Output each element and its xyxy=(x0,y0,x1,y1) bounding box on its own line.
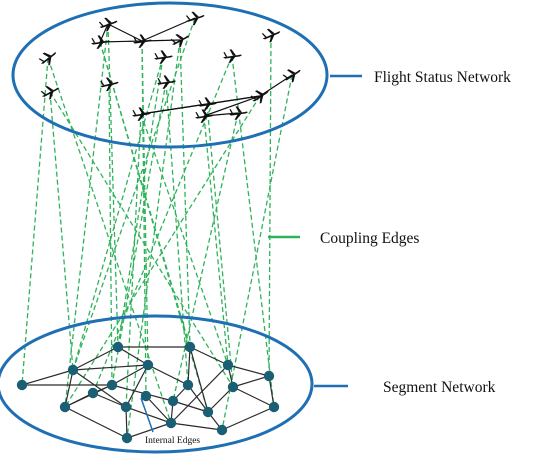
segment-nodes-group xyxy=(16,341,280,444)
segment-node xyxy=(140,390,152,402)
internal-edge xyxy=(189,346,229,366)
internal-edge xyxy=(268,375,275,408)
segment-node xyxy=(227,381,239,393)
flight-status-network-label: Flight Status Network xyxy=(374,69,511,86)
segment-node xyxy=(112,341,124,353)
airplane-icon xyxy=(154,50,173,64)
internal-edge xyxy=(170,364,229,424)
coupling-edge xyxy=(172,112,239,402)
segment-node xyxy=(59,401,71,413)
internal-edge xyxy=(172,400,209,413)
segment-network-label: Segment Network xyxy=(383,379,496,396)
coupling-edge xyxy=(125,113,142,408)
coupling-edge xyxy=(179,39,191,348)
segment-node xyxy=(263,370,275,382)
coupling-edge xyxy=(99,41,191,348)
airplane-icon xyxy=(36,47,60,69)
internal-edge xyxy=(125,406,172,424)
coupling-edge xyxy=(141,40,147,397)
coupling-edge xyxy=(72,17,196,371)
coupling-edge xyxy=(49,91,234,388)
coupling-edge xyxy=(140,113,229,366)
segment-network-ellipse xyxy=(0,314,314,454)
internal-edge xyxy=(207,386,234,413)
segment-node xyxy=(142,359,154,371)
coupling-edges-group xyxy=(21,17,293,439)
airplane-icon xyxy=(39,82,62,102)
flight-link-edge xyxy=(107,23,143,42)
coupling-edge xyxy=(108,83,113,386)
coupling-edge xyxy=(92,55,233,394)
segment-node xyxy=(268,401,280,413)
airplane-icon xyxy=(184,9,206,27)
coupling-edge xyxy=(126,39,181,439)
airplane-icon xyxy=(281,64,304,86)
internal-edges-pointer-line xyxy=(140,397,154,433)
internal-edge xyxy=(72,346,119,371)
segment-node xyxy=(182,379,194,391)
internal-edge xyxy=(72,364,149,371)
internal-edge xyxy=(187,384,209,413)
coupling-edge xyxy=(64,23,109,408)
internal-edge xyxy=(232,386,275,408)
aircraft-group xyxy=(36,9,304,123)
internal-edge xyxy=(64,392,94,408)
airplane-icon xyxy=(97,15,120,33)
coupling-edge xyxy=(99,41,209,413)
internal-edge xyxy=(170,422,223,431)
segment-node xyxy=(167,395,179,407)
internal-edge xyxy=(221,406,275,431)
coupling-edge xyxy=(21,57,49,386)
internal-edge xyxy=(145,395,172,424)
coupling-edge xyxy=(49,91,74,371)
coupling-edge xyxy=(268,34,272,377)
internal-edge xyxy=(125,364,149,408)
airplane-icon xyxy=(91,35,110,49)
coupling-edge xyxy=(221,74,293,431)
internal-edge xyxy=(126,422,172,439)
segment-node xyxy=(67,364,79,376)
flight-link-edge xyxy=(141,17,196,42)
segment-node xyxy=(121,432,133,444)
coupling-edge xyxy=(165,81,189,386)
airplane-icon xyxy=(260,26,283,44)
airplane-icon xyxy=(229,106,248,120)
segment-node xyxy=(120,401,132,413)
coupling-edge xyxy=(107,23,119,348)
segment-node xyxy=(106,379,118,391)
internal-edge xyxy=(111,364,149,386)
segment-node xyxy=(165,417,177,429)
internal-edge xyxy=(189,346,209,413)
internal-edge xyxy=(227,364,270,377)
internal-edge xyxy=(21,369,74,386)
internal-edge xyxy=(117,346,149,366)
flight-link-edge xyxy=(203,95,261,117)
coupling-edges-label: Coupling Edges xyxy=(320,230,419,247)
internal-edge xyxy=(64,406,128,439)
internal-edge xyxy=(187,346,191,386)
airplane-icon xyxy=(169,30,192,50)
coupling-edge xyxy=(206,103,234,388)
coupling-edge xyxy=(64,95,261,408)
airplane-icon xyxy=(249,85,272,107)
flight-status-network-ellipse xyxy=(11,1,329,149)
segment-node xyxy=(202,406,214,418)
internal-edge xyxy=(147,364,189,386)
segment-node xyxy=(184,341,196,353)
coupling-edge xyxy=(72,56,164,371)
coupling-edge xyxy=(117,56,164,348)
coupling-edge xyxy=(111,81,167,386)
segment-node xyxy=(216,424,228,436)
internal-edge xyxy=(232,375,270,388)
segment-node xyxy=(222,359,234,371)
segment-node xyxy=(87,387,99,399)
internal-edges-label: Internal Edges xyxy=(145,436,200,446)
internal-edge xyxy=(92,392,127,408)
internal-edges-group xyxy=(21,17,293,439)
segment-node xyxy=(16,379,28,391)
internal-edge xyxy=(64,369,74,408)
internal-edge xyxy=(72,369,127,408)
